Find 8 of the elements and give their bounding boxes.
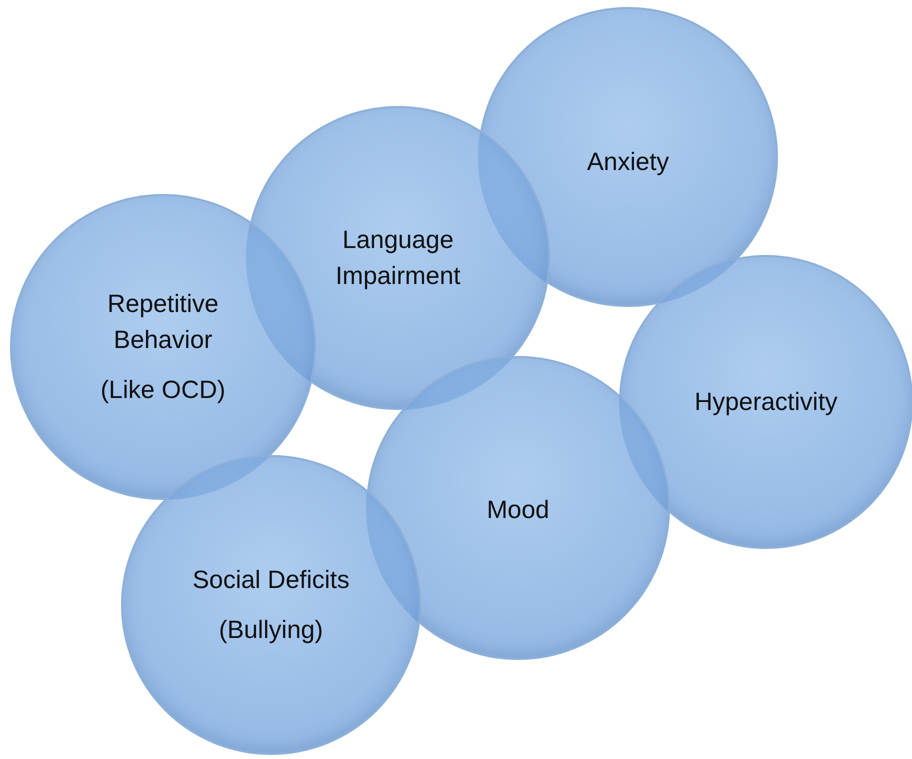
circle-label: Repetitive Behavior	[106, 289, 220, 356]
circle-label: Anxiety	[587, 147, 669, 178]
circle-label: Social Deficits	[192, 565, 350, 596]
circle-label: (Bullying)	[218, 615, 324, 646]
circle-label: Language Impairment	[334, 225, 462, 292]
circle-label: (Like OCD)	[100, 375, 226, 406]
circle-label: Mood	[486, 495, 550, 526]
circle-label: Hyperactivity	[694, 387, 838, 418]
